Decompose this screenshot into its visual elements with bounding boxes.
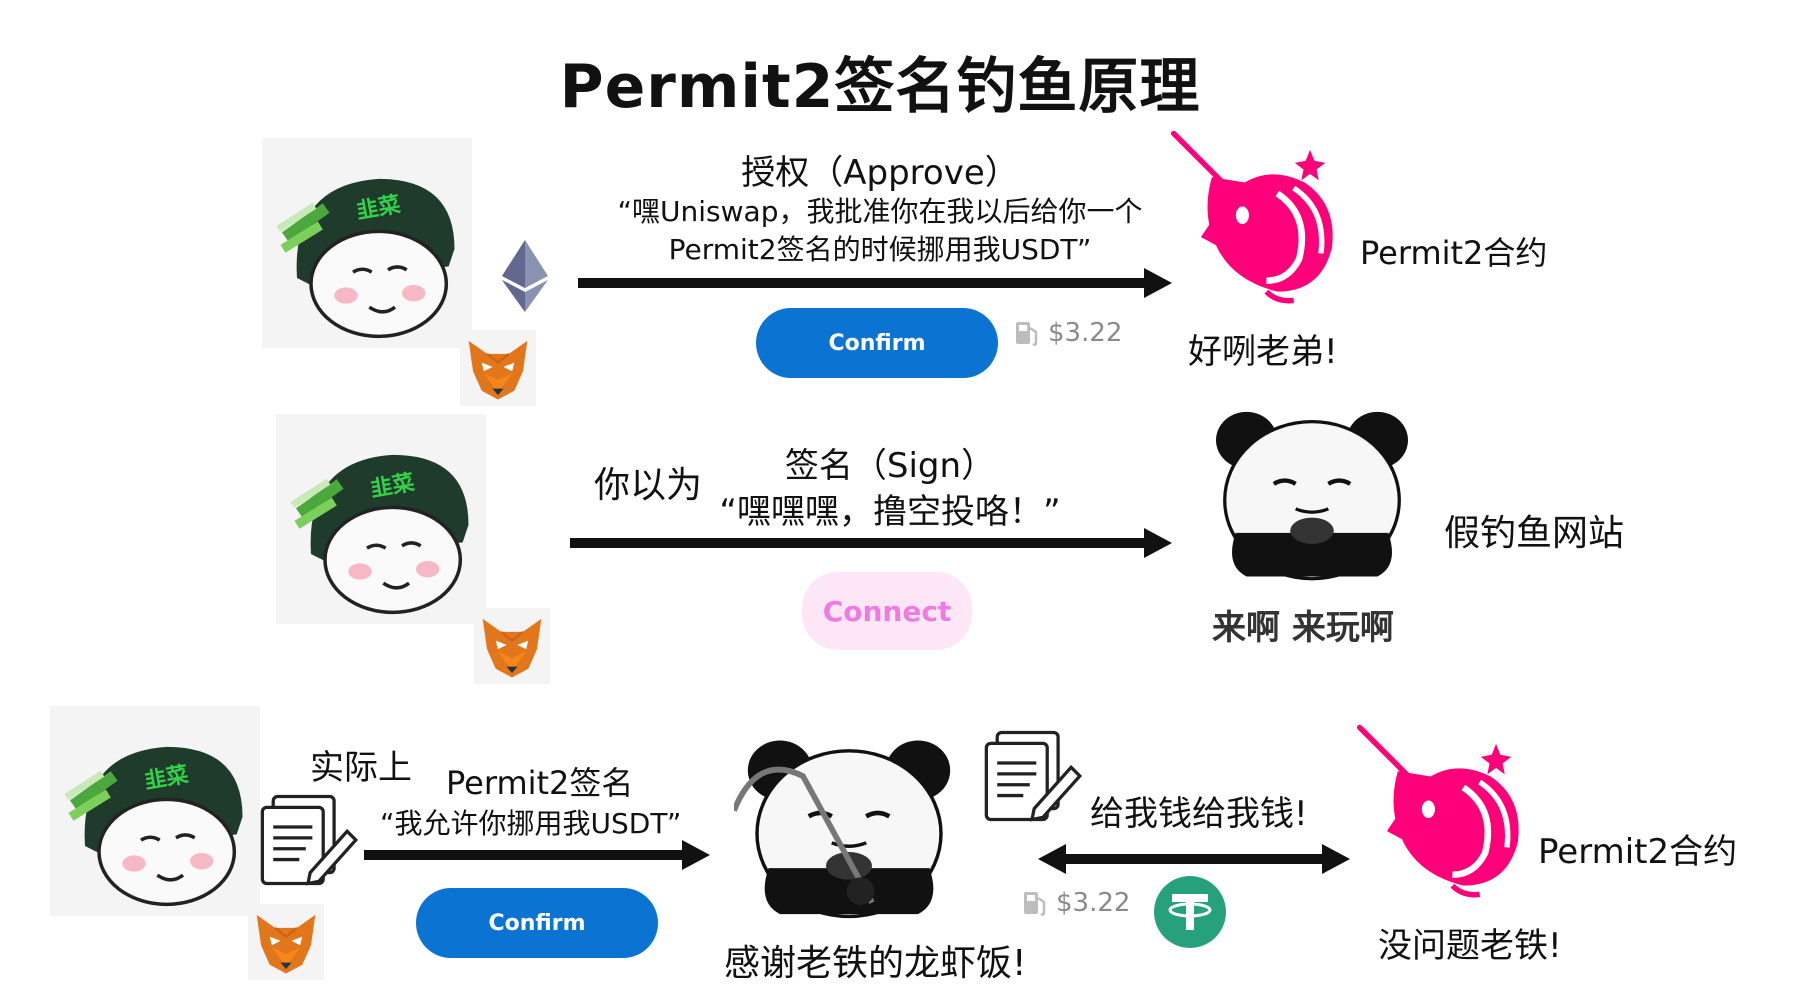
approve-quote-line1: “嘿Uniswap，我批准你在我以后给你一个: [617, 195, 1143, 228]
confirm-button[interactable]: Confirm: [756, 308, 998, 378]
gas-pump-icon: [1022, 888, 1048, 918]
permit2-sign-arrow: [364, 840, 710, 870]
gas-fee: $3.22: [1022, 888, 1130, 918]
fake-phishing-site-label: 假钓鱼网站: [1444, 513, 1625, 554]
confirm-button[interactable]: Confirm: [416, 888, 658, 958]
document-pen-icon: [258, 792, 358, 888]
sign-arrow: [570, 528, 1172, 558]
fisher-caption: 感谢老铁的龙虾饭!: [724, 943, 1027, 984]
page-title: Permit2签名钓鱼原理: [559, 52, 1201, 122]
gas-pump-icon: [1014, 318, 1040, 348]
permit2-contract-label: Permit2合约: [1538, 832, 1738, 872]
contract-reply: 好咧老弟!: [1188, 332, 1338, 372]
scammer-demand: 给我钱给我钱!: [1090, 794, 1308, 834]
approve-title: 授权（Approve）: [741, 153, 1019, 193]
connect-button[interactable]: Connect: [802, 572, 972, 650]
actually-label: 实际上: [310, 748, 412, 788]
leek-avatar: [50, 706, 260, 916]
sign-quote: “嘿嘿嘿，撸空投咯！”: [719, 492, 1061, 532]
uniswap-unicorn-icon: [1354, 722, 1529, 902]
approve-arrow: [578, 268, 1172, 298]
uniswap-unicorn-icon: [1168, 128, 1343, 308]
metamask-fox-icon: [474, 608, 550, 684]
gas-fee: $3.22: [1014, 318, 1122, 348]
ethereum-icon: [502, 240, 548, 312]
document-pen-icon: [982, 728, 1082, 824]
gas-fee-value: $3.22: [1056, 888, 1131, 918]
phishing-reply: 来啊 来玩啊: [1212, 608, 1394, 648]
sign-title: 签名（Sign）: [784, 446, 996, 486]
leek-avatar: [262, 138, 472, 348]
tether-icon: [1154, 876, 1226, 948]
metamask-fox-icon: [460, 330, 536, 406]
gas-fee-value: $3.22: [1048, 318, 1123, 348]
approve-quote-line2: Permit2签名的时候挪用我USDT”: [668, 233, 1092, 266]
panda-fisher-meme: [734, 730, 964, 920]
leek-avatar: [276, 414, 486, 624]
metamask-fox-icon: [248, 904, 324, 980]
contract-reply: 没问题老铁!: [1378, 926, 1562, 966]
double-arrow: [1038, 842, 1350, 876]
you-think-label: 你以为: [594, 465, 703, 506]
permit2-sign-title: Permit2签名: [446, 764, 634, 802]
panda-meme: [1202, 402, 1422, 582]
permit2-contract-label: Permit2合约: [1360, 234, 1548, 272]
permit2-sign-quote: “我允许你挪用我USDT”: [380, 807, 682, 840]
